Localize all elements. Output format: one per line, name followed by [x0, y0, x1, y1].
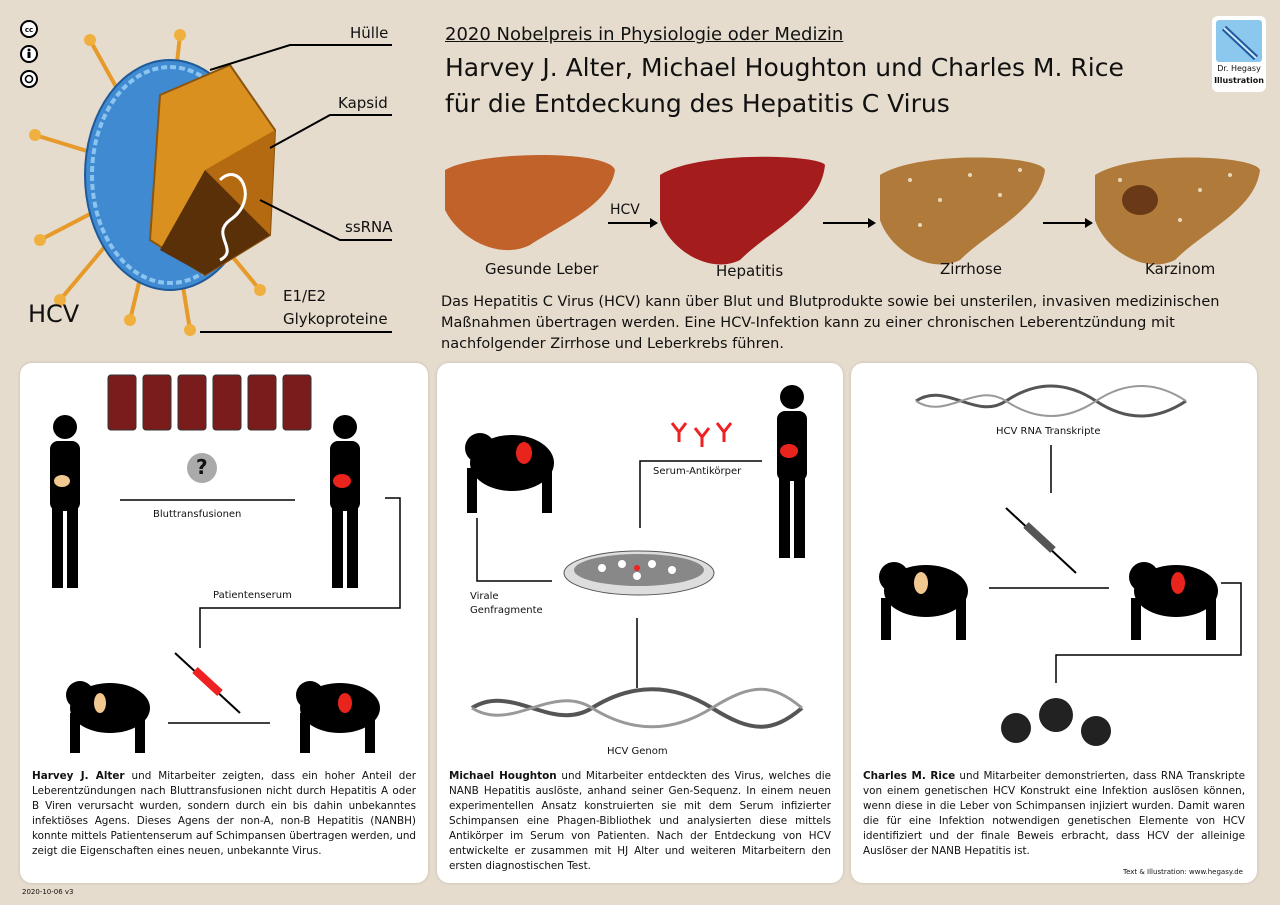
chimpanzee-infected — [296, 681, 380, 753]
houghton-name: Michael Houghton — [449, 770, 557, 782]
panel-rice: HCV RNA Transkripte Charles M. Rice und … — [851, 363, 1257, 883]
panel-alter: ? Bluttransfusionen Patientenserum Harve… — [20, 363, 428, 883]
unknown-symbol: ? — [196, 455, 208, 479]
hepatitis-liver — [660, 156, 825, 265]
rice-name: Charles M. Rice — [863, 770, 956, 782]
glyco-label-line1: E1/E2 — [283, 287, 327, 305]
alter-text: und Mitarbeiter zeigten, dass ein hoher … — [32, 770, 416, 857]
transfusion-label: Bluttransfusionen — [153, 509, 242, 520]
label-pointer-lines — [200, 44, 392, 333]
logo-line2: Illustration — [1214, 76, 1264, 85]
tumor — [1122, 185, 1158, 215]
alter-name: Harvey J. Alter — [32, 770, 125, 782]
alter-description: Harvey J. Alter und Mitarbeiter zeigten,… — [32, 769, 416, 859]
hcv-arrow-label: HCV — [610, 202, 640, 218]
carcinoma-liver — [1095, 157, 1260, 265]
flow-arrows — [476, 460, 762, 688]
by-icon — [20, 45, 38, 63]
capsid-label: Kapsid — [338, 94, 388, 112]
intro-paragraph: Das Hepatitis C Virus (HCV) kann über Bl… — [441, 294, 1220, 352]
cirrhosis-liver — [880, 157, 1045, 265]
stage-cirrhosis: Zirrhose — [940, 260, 1002, 278]
chimpanzee-infected — [465, 433, 554, 513]
fragments-label-line2: Genfragmente — [470, 605, 543, 616]
syringe-icon — [174, 652, 241, 714]
header-subtitle: 2020 Nobelpreis in Physiologie oder Medi… — [445, 24, 844, 45]
healthy-liver — [445, 155, 615, 251]
flow-arrows — [989, 445, 1242, 683]
liver-progression — [445, 155, 1260, 265]
blood-bags — [107, 374, 312, 431]
version-label: 2020-10-06 v3 — [22, 888, 74, 896]
antibody-label: Serum-Antikörper — [653, 466, 742, 477]
houghton-text: und Mitarbeiter entdeckten des Virus, we… — [449, 770, 832, 872]
flow-arrows — [120, 497, 401, 724]
virus-particles — [1001, 698, 1111, 746]
logo-line1: Dr. Hegasy — [1217, 64, 1261, 73]
stage-healthy: Gesunde Leber — [485, 260, 599, 278]
antibodies-icon — [670, 422, 733, 447]
panel-houghton: Serum-Antikörper Virale Genfragmente HCV… — [437, 363, 843, 883]
rna-transcript-helix — [915, 384, 1187, 418]
glyco-label-line2: Glykoproteine — [283, 310, 388, 328]
unknown-virus-icon — [187, 453, 217, 483]
dr-hegasy-logo: Dr. Hegasy Illustration — [1212, 16, 1266, 92]
rna-label: HCV RNA Transkripte — [996, 426, 1101, 437]
serum-label: Patientenserum — [213, 590, 292, 601]
rice-text: und Mitarbeiter demonstrierten, dass RNA… — [863, 770, 1245, 857]
cc-icon: cc — [20, 20, 38, 38]
human-patient-infected — [330, 415, 360, 588]
sa-icon — [20, 70, 38, 88]
syringe-icon — [1005, 507, 1077, 574]
hcv-genome-helix — [470, 687, 804, 729]
virus-name-label: HCV — [28, 300, 80, 328]
svg-text:cc: cc — [25, 26, 33, 34]
header-title-line1: Harvey J. Alter, Michael Houghton und Ch… — [445, 53, 1124, 82]
rna-label: ssRNA — [345, 218, 393, 236]
human-patient — [777, 385, 807, 558]
credit: Text & Illustration: www.hegasy.de — [1122, 868, 1243, 876]
chimpanzee-infected — [1129, 562, 1218, 640]
houghton-description: Michael Houghton und Mitarbeiter entdeck… — [449, 769, 831, 874]
syringe-logo-icon — [1216, 20, 1262, 62]
chimpanzee-healthy — [879, 562, 968, 640]
chimpanzee-healthy — [66, 681, 150, 753]
rice-description: Charles M. Rice und Mitarbeiter demonstr… — [863, 769, 1245, 859]
fragments-label-line1: Virale — [470, 591, 499, 602]
stage-hepatitis: Hepatitis — [716, 262, 784, 280]
genome-label: HCV Genom — [607, 746, 668, 757]
stage-carcinoma: Karzinom — [1145, 260, 1216, 278]
human-patient-healthy — [50, 415, 80, 588]
envelope-label: Hülle — [350, 24, 389, 42]
petri-dish — [563, 550, 715, 596]
hcv-virus-illustration — [29, 29, 277, 336]
header-title-line2: für die Entdeckung des Hepatitis C Virus — [445, 89, 950, 118]
